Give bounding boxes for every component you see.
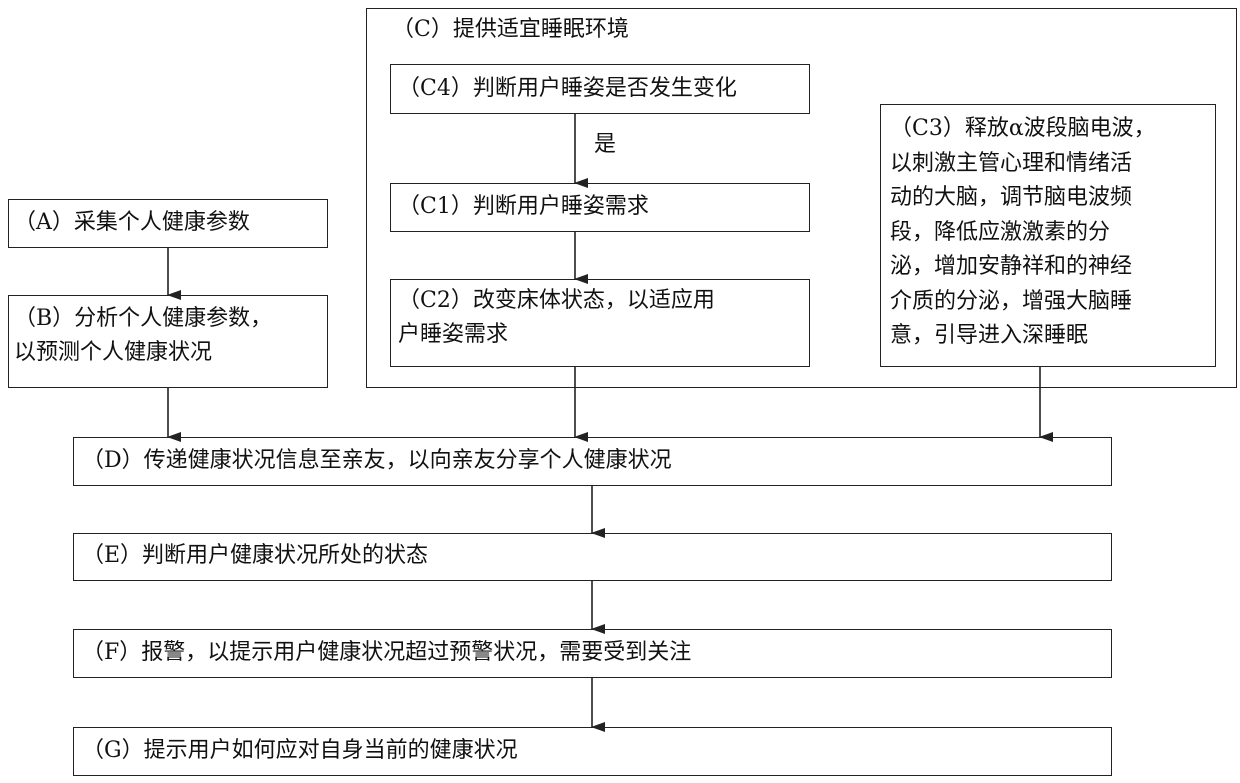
connector-arrows <box>0 0 1240 783</box>
